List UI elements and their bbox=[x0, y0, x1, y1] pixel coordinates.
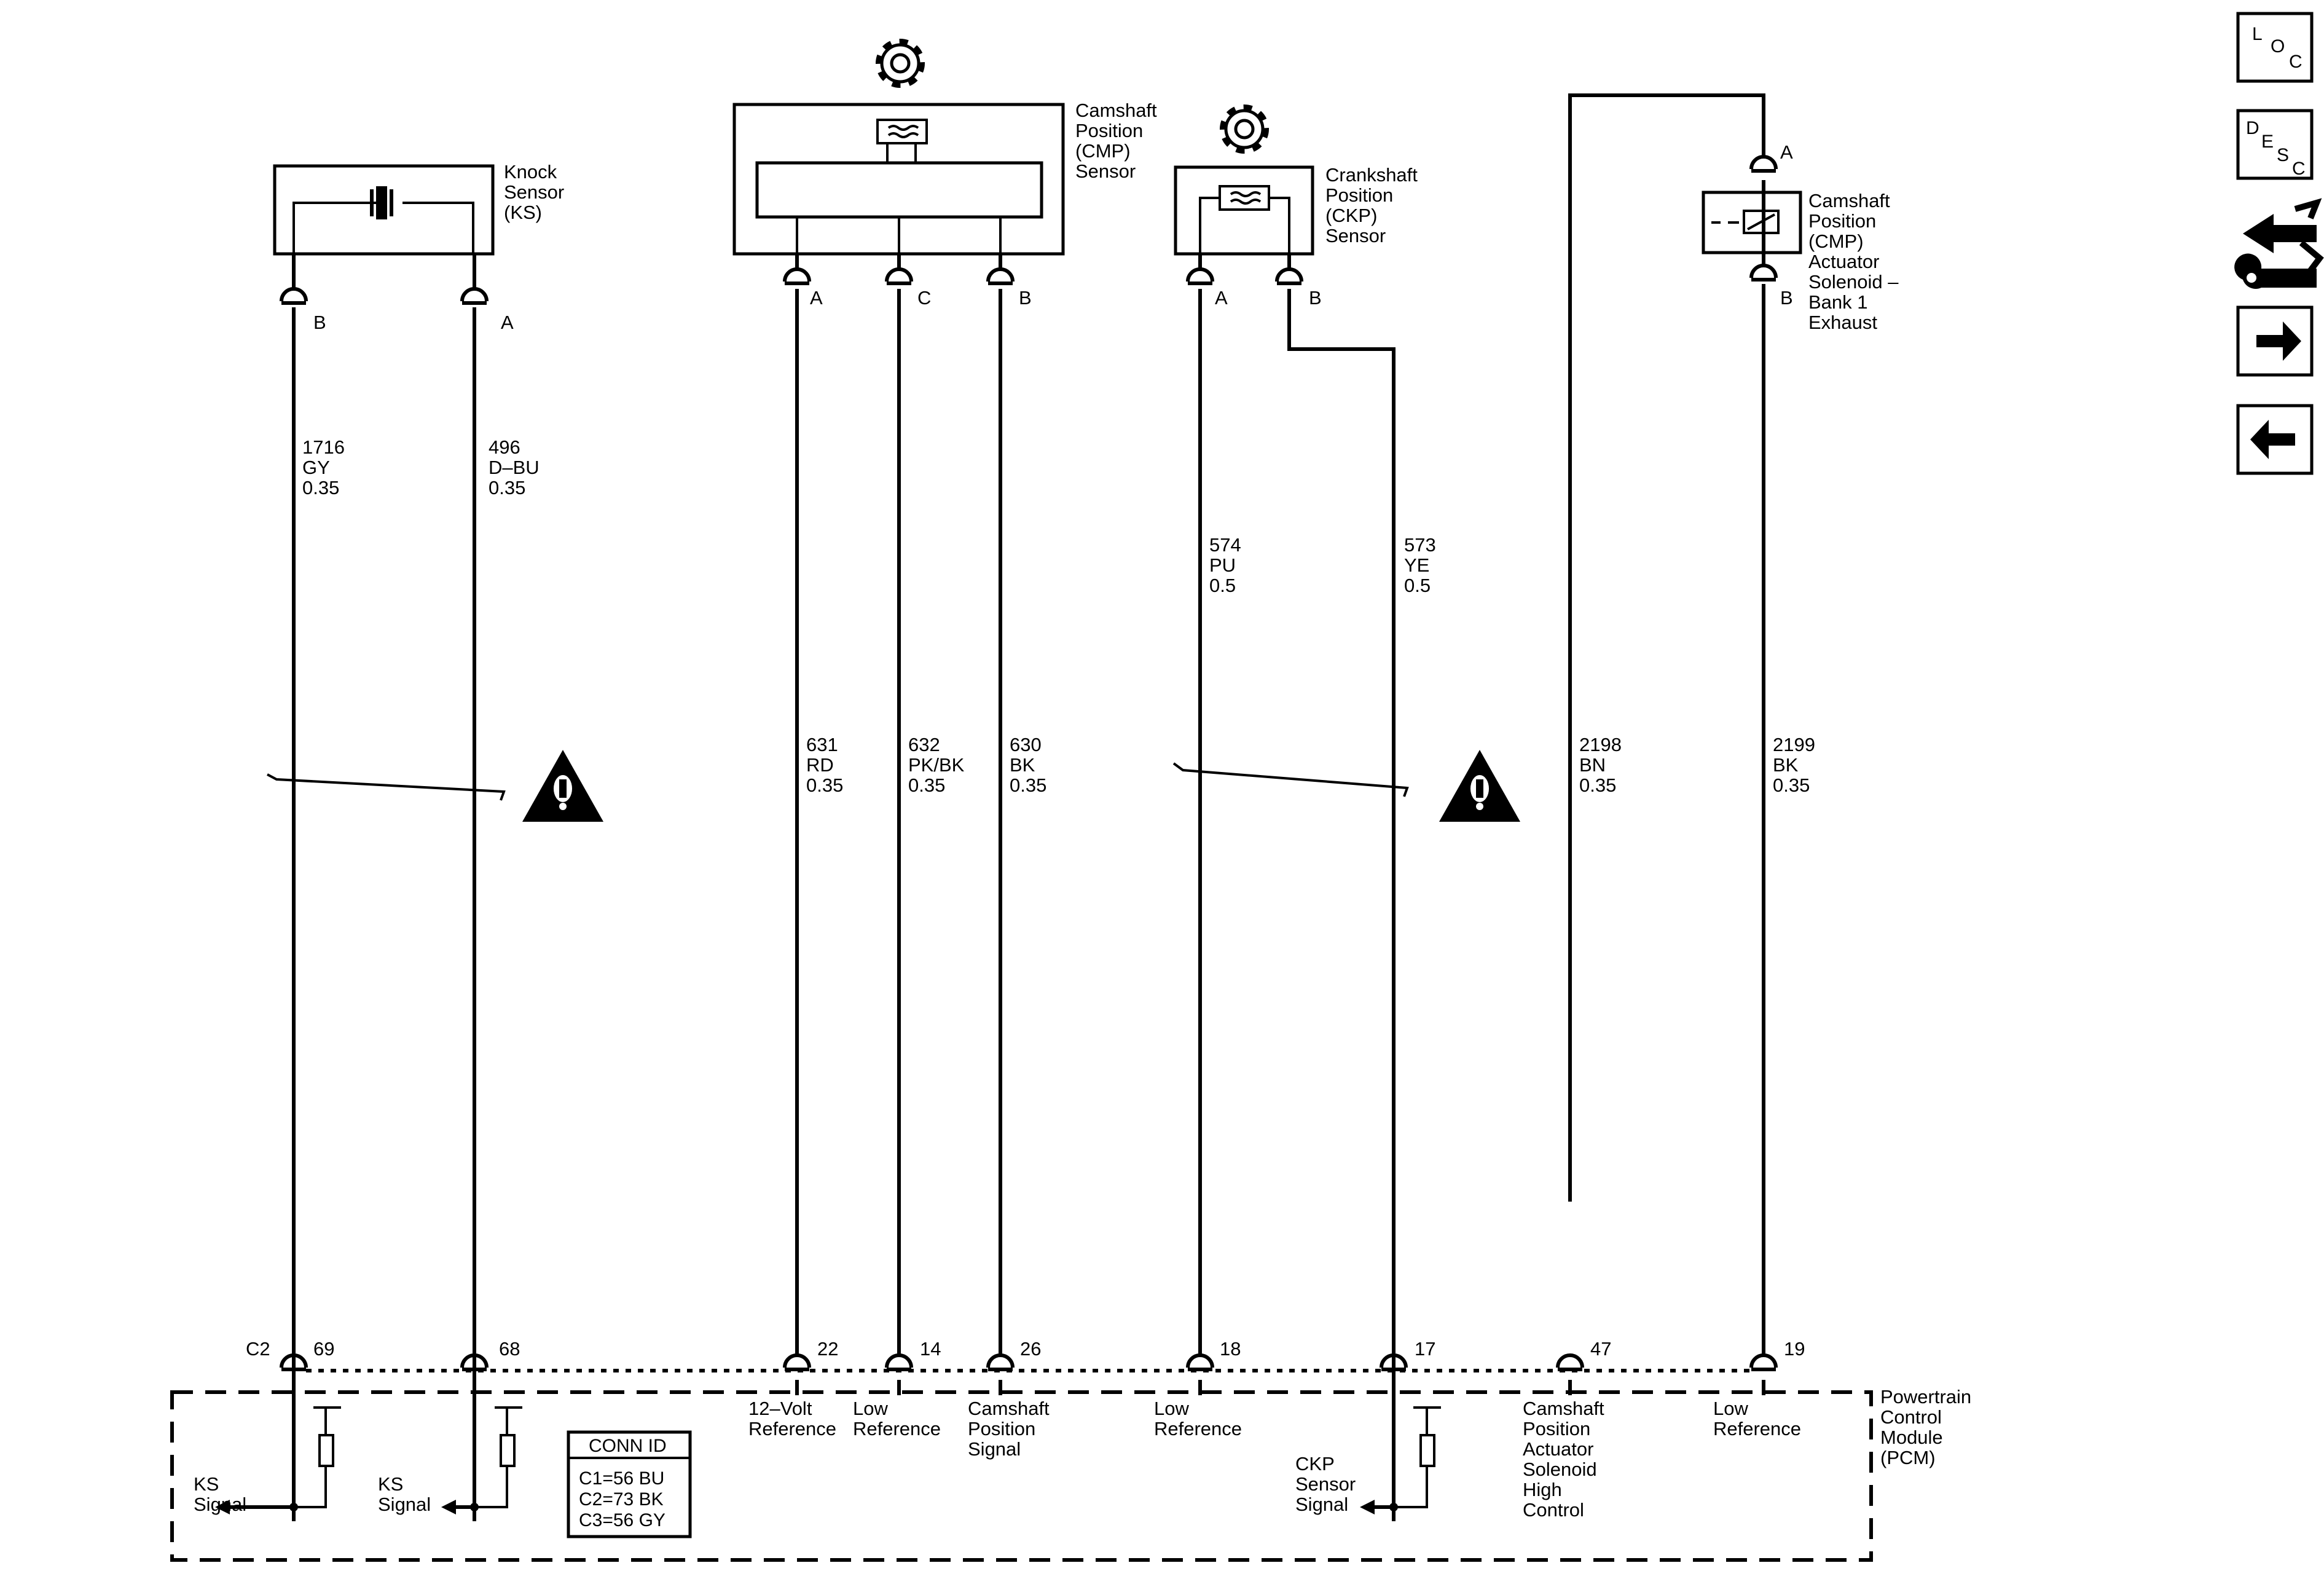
ks-signal-label: KS Signal bbox=[194, 1473, 246, 1515]
svg-text:A: A bbox=[501, 312, 514, 333]
low-reference-label: Low Reference bbox=[1154, 1398, 1242, 1439]
svg-text:B: B bbox=[313, 312, 326, 333]
wire-label: 2198 BN 0.35 bbox=[1579, 734, 1627, 796]
connector-repair-icon[interactable] bbox=[2234, 198, 2324, 289]
ckp-sensor-label: Crankshaft Position (CKP) Sensor bbox=[1325, 164, 1423, 246]
wire-label: 573 YE 0.5 bbox=[1404, 534, 1441, 596]
knock-sensor-label: Knock Sensor (KS) bbox=[504, 161, 570, 223]
svg-text:E: E bbox=[2261, 132, 2274, 152]
location-icon[interactable]: L O C bbox=[2236, 12, 2314, 83]
next-page-icon[interactable] bbox=[2236, 305, 2314, 377]
low-reference-label: Low Reference bbox=[1713, 1398, 1801, 1439]
svg-text:C: C bbox=[917, 287, 931, 309]
svg-text:C2=73 BK: C2=73 BK bbox=[579, 1489, 664, 1510]
svg-text:C: C bbox=[2292, 159, 2306, 179]
svg-text:C3=56 GY: C3=56 GY bbox=[579, 1510, 665, 1530]
ks-input-circuit-1 bbox=[215, 1406, 341, 1514]
twisted-pair-markers bbox=[267, 762, 1409, 801]
wire-label: 1716 GY 0.35 bbox=[302, 436, 350, 498]
svg-text:B: B bbox=[1019, 287, 1032, 309]
svg-text:19: 19 bbox=[1784, 1338, 1805, 1360]
caution-icon bbox=[1439, 750, 1520, 822]
previous-page-icon[interactable] bbox=[2236, 404, 2314, 475]
svg-text:C1=56 BU: C1=56 BU bbox=[579, 1468, 664, 1489]
ckp-input-circuit bbox=[1360, 1406, 1441, 1514]
ckp-sensor: Crankshaft Position (CKP) Sensor bbox=[1174, 104, 1423, 256]
conn-id-table: CONN ID C1=56 BU C2=73 BK C3=56 GY bbox=[567, 1430, 692, 1538]
svg-text:O: O bbox=[2271, 36, 2285, 57]
svg-text:A: A bbox=[1780, 141, 1793, 163]
connector-id: C2 bbox=[246, 1338, 270, 1360]
wires bbox=[292, 284, 1765, 1521]
svg-text:S: S bbox=[2277, 145, 2289, 165]
pcm-function-labels: KS Signal KS Signal 12–Volt Reference Lo… bbox=[194, 1398, 1801, 1521]
wire-label: 631 RD 0.35 bbox=[806, 734, 843, 796]
svg-text:26: 26 bbox=[1020, 1338, 1041, 1360]
cmp-actuator-solenoid: Camshaft Position (CMP) Actuator Solenoi… bbox=[1568, 93, 1904, 1202]
ckp-signal-label: CKP Sensor Signal bbox=[1295, 1453, 1361, 1515]
gear-icon bbox=[876, 39, 925, 88]
cmp-actuator-label: Camshaft Position (CMP) Actuator Solenoi… bbox=[1808, 190, 1904, 333]
svg-text:CONN ID: CONN ID bbox=[589, 1436, 667, 1456]
ks-input-circuit-2 bbox=[441, 1406, 522, 1514]
svg-text:68: 68 bbox=[499, 1338, 520, 1360]
sensor-pin-labels: B A A C B A B A B bbox=[313, 141, 1793, 333]
svg-text:B: B bbox=[1309, 287, 1322, 309]
pcm-module: Powertrain Control Module (PCM) bbox=[170, 1386, 1977, 1562]
svg-text:B: B bbox=[1780, 287, 1793, 309]
svg-text:14: 14 bbox=[920, 1338, 941, 1360]
svg-text:47: 47 bbox=[1590, 1338, 1611, 1360]
svg-text:A: A bbox=[1215, 287, 1228, 309]
knock-sensor: Knock Sensor (KS) bbox=[273, 161, 570, 256]
cmp-signal-label: Camshaft Position Signal bbox=[968, 1398, 1054, 1460]
svg-text:69: 69 bbox=[313, 1338, 334, 1360]
wire-label: 632 PK/BK 0.35 bbox=[908, 734, 970, 796]
svg-text:L: L bbox=[2252, 24, 2263, 44]
wire-label: 2199 BK 0.35 bbox=[1773, 734, 1821, 796]
caution-icon bbox=[522, 750, 603, 822]
description-icon[interactable]: D E S C bbox=[2236, 109, 2314, 180]
pcm-connector-c2: C2 69 68 22 14 26 18 17 47 19 bbox=[246, 1338, 1805, 1395]
sensor-connectors bbox=[280, 155, 1778, 305]
svg-text:C: C bbox=[2289, 52, 2302, 72]
gear-icon bbox=[1220, 104, 1269, 154]
svg-text:17: 17 bbox=[1415, 1338, 1435, 1360]
pcm-label: Powertrain Control Module (PCM) bbox=[1880, 1386, 1977, 1468]
ref-12v-label: 12–Volt Reference bbox=[748, 1398, 836, 1439]
svg-text:A: A bbox=[810, 287, 823, 309]
actuator-high-control-label: Camshaft Position Actuator Solenoid High… bbox=[1523, 1398, 1609, 1521]
svg-text:18: 18 bbox=[1220, 1338, 1241, 1360]
svg-text:D: D bbox=[2246, 118, 2259, 138]
cmp-sensor-label: Camshaft Position (CMP) Sensor bbox=[1075, 100, 1162, 182]
low-reference-label: Low Reference bbox=[853, 1398, 941, 1439]
cmp-sensor: Camshaft Position (CMP) Sensor bbox=[732, 39, 1162, 256]
ks-signal-label: KS Signal bbox=[378, 1473, 431, 1515]
wire-label: 496 D–BU 0.35 bbox=[489, 436, 544, 498]
wire-label: 574 PU 0.5 bbox=[1209, 534, 1246, 596]
wire-labels: 1716 GY 0.35 496 D–BU 0.35 631 RD 0.35 6… bbox=[302, 436, 1821, 796]
svg-text:22: 22 bbox=[817, 1338, 838, 1360]
wire-label: 630 BK 0.35 bbox=[1010, 734, 1046, 796]
